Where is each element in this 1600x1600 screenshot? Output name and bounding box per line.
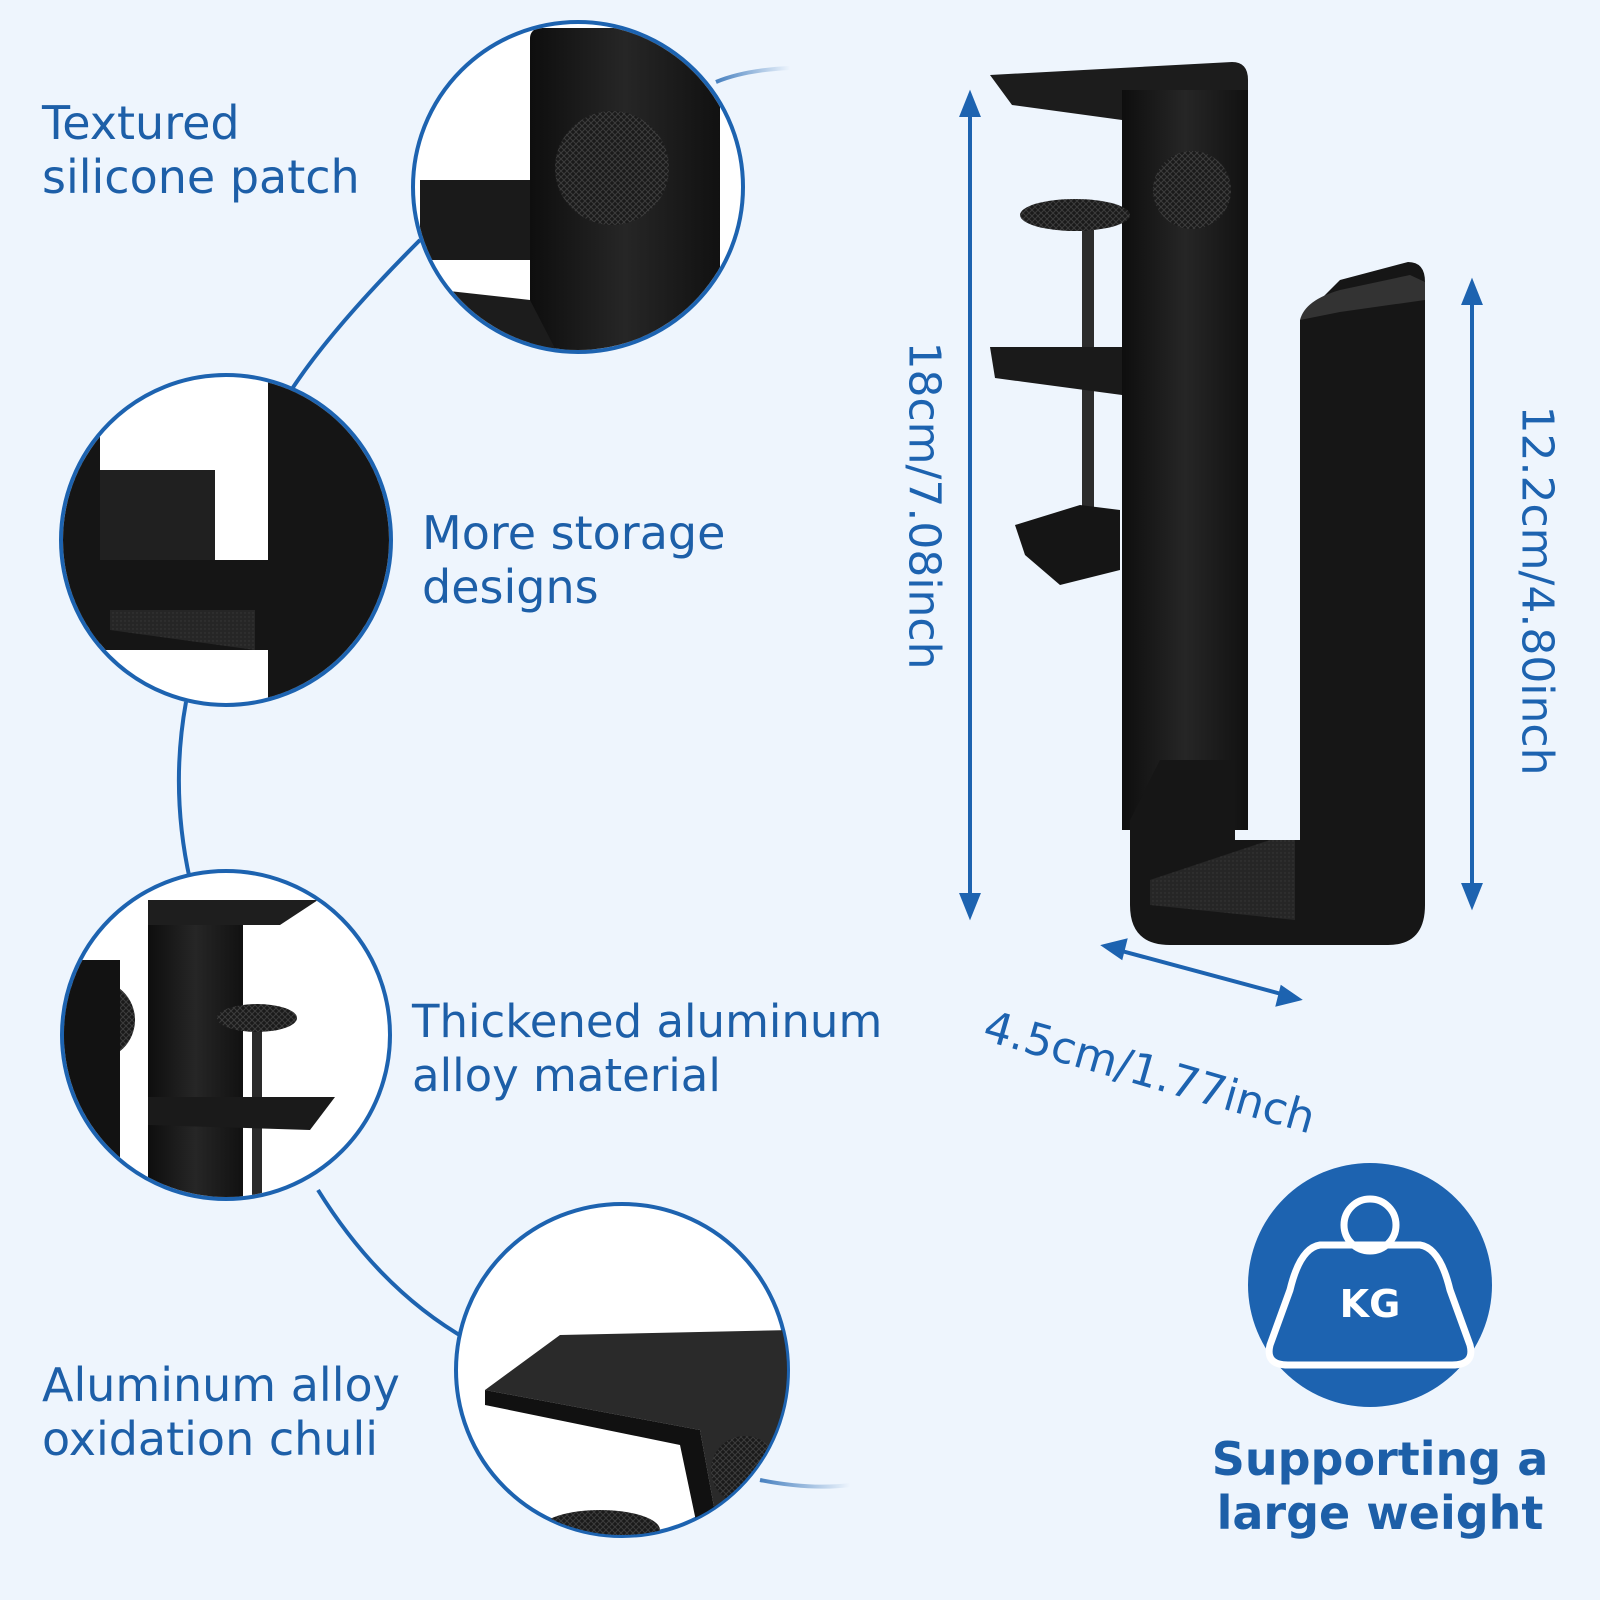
detail-circle-storage xyxy=(59,373,393,707)
connector-line-bottom xyxy=(759,1478,851,1489)
detail-circle-oxidation xyxy=(454,1202,790,1538)
weight-caption: Supporting a large weight xyxy=(1170,1432,1590,1540)
dimension-total-height: 18cm/7.08inch xyxy=(898,341,950,670)
weight-caption-line-2: large weight xyxy=(1216,1486,1544,1540)
silicone-patch-icon xyxy=(1153,151,1231,229)
feature-line-1: Thickened aluminum xyxy=(412,995,883,1048)
feature-label-oxidation: Aluminum alloy oxidation chuli xyxy=(42,1358,400,1466)
connector-line-1 xyxy=(288,238,422,394)
weight-badge: KG xyxy=(1248,1163,1492,1407)
weight-icon-text: KG xyxy=(1340,1282,1401,1326)
main-product-image xyxy=(990,62,1425,945)
feature-label-storage: More storage designs xyxy=(422,506,725,614)
feature-line-1: More storage xyxy=(422,506,726,560)
connector-line-3 xyxy=(316,1188,469,1342)
feature-line-1: Textured xyxy=(42,96,240,150)
feature-line-2: oxidation chuli xyxy=(42,1412,379,1466)
feature-line-2: alloy material xyxy=(412,1049,721,1102)
dimension-hook-height: 12.2cm/4.80inch xyxy=(1511,405,1563,776)
connector-line-2 xyxy=(176,701,192,881)
feature-label-silicone-patch: Textured silicone patch xyxy=(42,96,360,204)
detail-circle-silicone-patch xyxy=(411,20,745,354)
feature-line-2: designs xyxy=(422,560,599,614)
feature-label-aluminum: Thickened aluminum alloy material xyxy=(412,995,882,1103)
kg-weight-icon xyxy=(1265,1241,1475,1369)
weight-handle-icon xyxy=(1340,1195,1400,1255)
feature-line-2: silicone patch xyxy=(42,150,360,204)
dimension-arrows xyxy=(959,89,1483,1007)
detail-circle-thickened-aluminum xyxy=(60,869,392,1201)
weight-caption-line-1: Supporting a xyxy=(1211,1432,1549,1486)
feature-line-1: Aluminum alloy xyxy=(42,1358,400,1412)
connector-line-top xyxy=(715,66,791,84)
